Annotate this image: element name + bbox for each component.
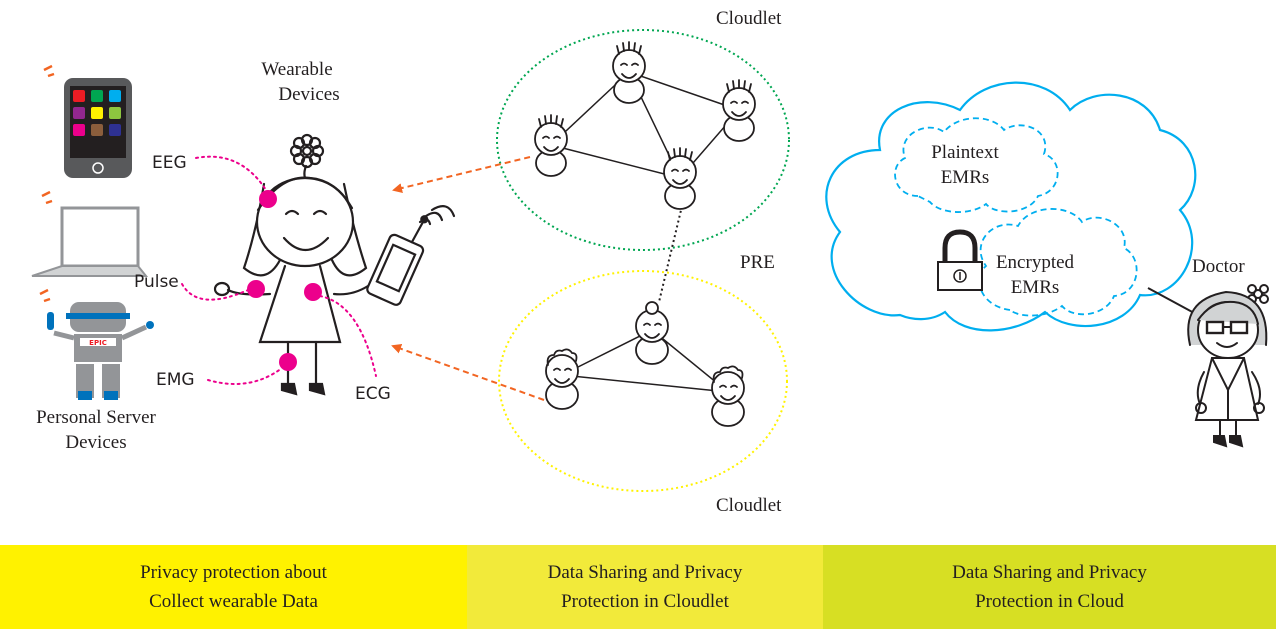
band-3-line2: Protection in Cloud bbox=[975, 591, 1124, 612]
sensor-dots bbox=[247, 190, 322, 371]
cloudlet-interlink bbox=[658, 205, 683, 303]
wearable-label-line2: Devices bbox=[278, 84, 340, 105]
encrypted-line1: Encrypted bbox=[995, 252, 1075, 273]
plaintext-line1: Plaintext bbox=[931, 142, 999, 163]
encrypted-cloud bbox=[978, 208, 1138, 317]
band-wearable-privacy: Privacy protection about Collect wearabl… bbox=[0, 545, 467, 629]
cloudlet-top-boundary bbox=[496, 29, 790, 251]
encrypted-emrs-label: Encrypted EMRs bbox=[980, 250, 1090, 300]
cloud-shape bbox=[825, 81, 1197, 332]
cloudlet-bottom-label: Cloudlet bbox=[716, 495, 782, 516]
cloud-doctor-link bbox=[1147, 287, 1197, 315]
cloudlet-top-label: Cloudlet bbox=[716, 8, 782, 29]
personal-server-line2: Devices bbox=[65, 432, 127, 453]
plaintext-emrs-label: Plaintext EMRs bbox=[910, 140, 1020, 190]
robot-server-icon: EPIC bbox=[39, 288, 154, 400]
eeg-label: EEG bbox=[152, 153, 187, 173]
wearable-label-line1: Wearable bbox=[261, 59, 333, 80]
plaintext-line2: EMRs bbox=[940, 167, 990, 188]
arrow-cloudlet-top-to-wearable bbox=[392, 156, 531, 193]
cloudlet-top-nodes bbox=[534, 41, 756, 210]
band-1-line1: Privacy protection about bbox=[140, 562, 327, 583]
cloudlet-bottom-nodes bbox=[545, 301, 745, 427]
band-2-line2: Protection in Cloudlet bbox=[561, 591, 729, 612]
ecg-label: ECG bbox=[355, 384, 391, 404]
lock-icon bbox=[937, 229, 983, 291]
svg-text:EPIC: EPIC bbox=[89, 339, 107, 347]
pre-label: PRE bbox=[740, 252, 775, 273]
band-cloudlet-privacy: Data Sharing and Privacy Protection in C… bbox=[467, 545, 823, 629]
doctor-label: Doctor bbox=[1192, 256, 1245, 277]
encrypted-line2: EMRs bbox=[1010, 277, 1060, 298]
cloudlet-bottom-boundary bbox=[498, 270, 788, 492]
emg-label: EMG bbox=[156, 370, 195, 390]
personal-server-label: Personal Server Devices bbox=[8, 405, 184, 455]
personal-server-line1: Personal Server bbox=[36, 407, 156, 428]
wearable-user-figure bbox=[213, 133, 456, 396]
wearable-devices-label: Wearable Devices bbox=[232, 57, 362, 107]
doctor-figure bbox=[1187, 284, 1269, 448]
cloudlet-top-links bbox=[550, 71, 740, 179]
plaintext-cloud bbox=[894, 117, 1059, 213]
band-3-line1: Data Sharing and Privacy bbox=[952, 562, 1147, 583]
tablet-icon bbox=[43, 64, 132, 178]
band-2-line1: Data Sharing and Privacy bbox=[547, 562, 743, 583]
band-1-line2: Collect wearable Data bbox=[149, 591, 318, 612]
band-cloud-privacy: Data Sharing and Privacy Protection in C… bbox=[823, 545, 1276, 629]
pulse-label: Pulse bbox=[134, 272, 179, 292]
arrow-cloudlet-bottom-to-wearable bbox=[391, 343, 545, 401]
laptop-icon bbox=[31, 190, 149, 277]
sensor-links bbox=[181, 155, 377, 385]
